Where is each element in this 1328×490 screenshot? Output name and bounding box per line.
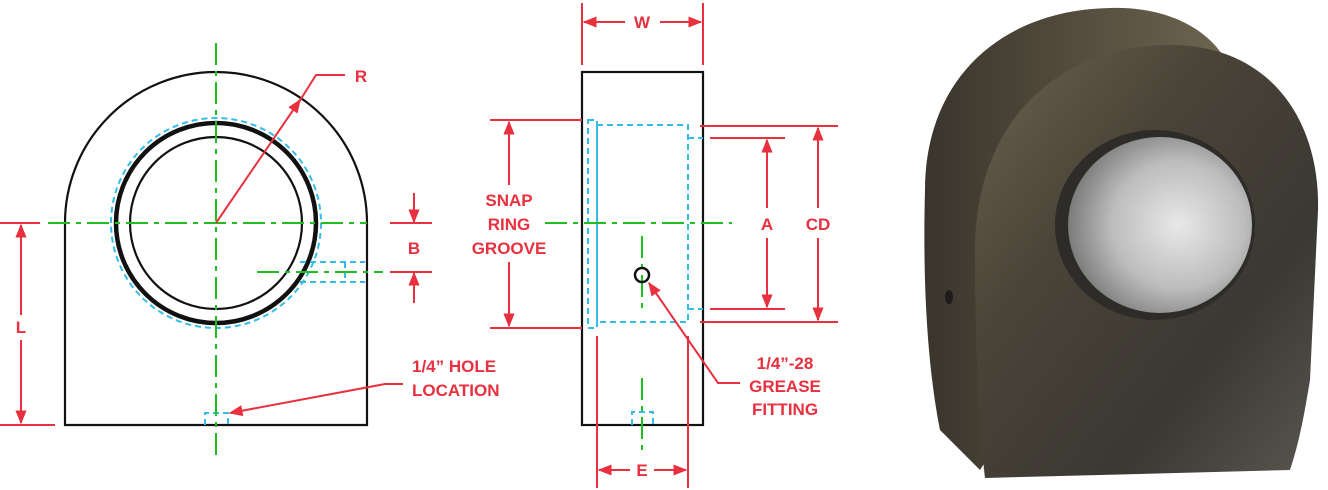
radius-label: R (355, 67, 367, 86)
grease-fitting-leader (648, 281, 740, 384)
bottom-hole-hidden (631, 411, 654, 425)
product-photo (924, 7, 1319, 478)
b-label: B (408, 239, 420, 258)
grease-note-line3: FITTING (752, 400, 818, 419)
grease-fitting-hole (633, 266, 651, 284)
grease-note-line2: GREASE (749, 377, 821, 396)
w-extension-lines (581, 3, 704, 65)
cd-label: CD (806, 215, 831, 234)
snap-ring-note-line1: SNAP (485, 191, 532, 210)
radius-leader-tail (298, 74, 345, 103)
radius-leader (215, 98, 301, 224)
e-label: E (636, 461, 647, 480)
snap-ring-note-line2: RING (488, 215, 531, 234)
bore-hidden (596, 124, 689, 323)
grease-fitting-hole-photo (945, 290, 953, 304)
cd-extension-lines (700, 125, 838, 323)
hole-note-line2: LOCATION (412, 381, 500, 400)
a-label: A (761, 215, 773, 234)
side-view: W SNAP RING GROOVE A CD E 1/4”-28 GREASE… (472, 3, 838, 488)
bore-chamfer-hidden (688, 137, 703, 310)
grease-note-line1: 1/4”-28 (757, 354, 814, 373)
l-label: L (16, 318, 26, 337)
front-outline (63, 70, 369, 427)
w-label: W (634, 13, 651, 32)
bore-opening (1068, 137, 1252, 313)
snap-ring-note-line3: GROOVE (472, 239, 547, 258)
hole-location-leader (228, 383, 403, 417)
front-view: R B L 1/4” HOLE LOCATION (0, 43, 500, 455)
a-extension-lines (710, 137, 785, 310)
e-extension-lines (596, 336, 689, 488)
l-extension-lines (0, 222, 55, 426)
hole-note-line1: 1/4” HOLE (412, 357, 496, 376)
snap-ring-extension-lines (490, 119, 582, 329)
